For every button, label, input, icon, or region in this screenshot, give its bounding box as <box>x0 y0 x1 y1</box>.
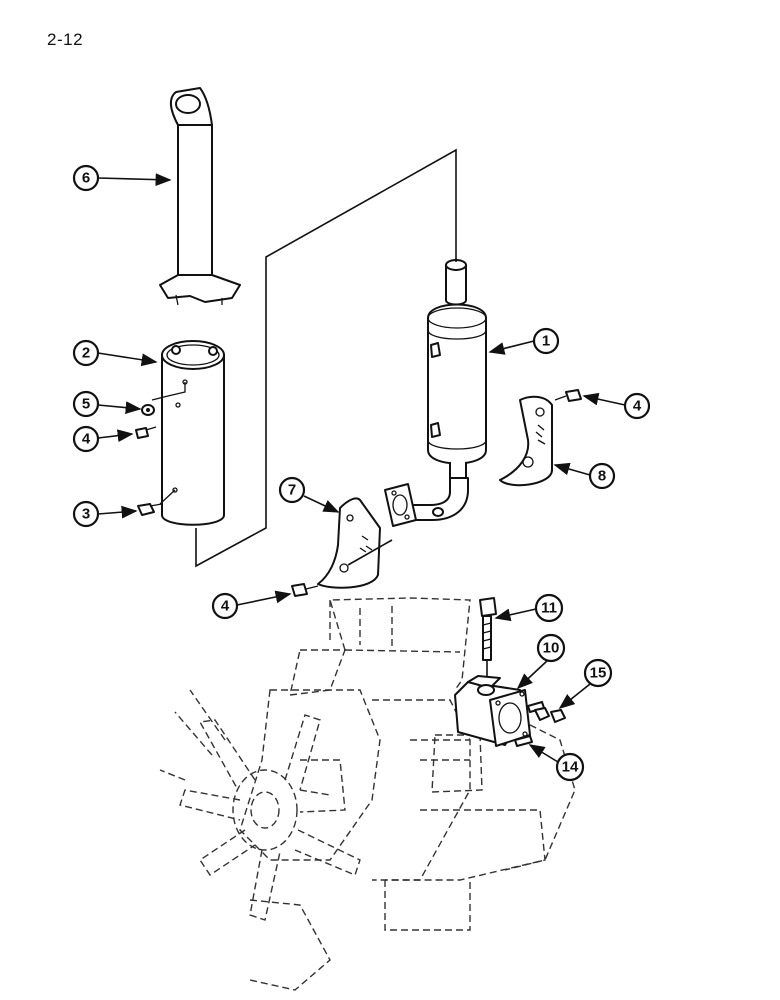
stack-pipe <box>159 87 241 306</box>
mounting-bracket-7 <box>317 497 381 589</box>
callout-3: 3 <box>72 500 138 528</box>
bolt-part-3 <box>137 503 163 516</box>
callout-2-label: 2 <box>82 345 90 362</box>
muffler-bracket <box>499 395 553 487</box>
callout-6-label: 6 <box>82 170 90 187</box>
exhaust-adapter <box>454 675 531 747</box>
engine-outline <box>159 597 576 991</box>
callout-8: 8 <box>553 462 616 490</box>
callout-4-left-label: 4 <box>82 431 91 448</box>
muffler <box>427 259 487 479</box>
callout-14-label: 14 <box>562 759 579 776</box>
callout-7: 7 <box>278 476 340 513</box>
page-number: 2-12 <box>47 30 84 49</box>
callout-11-label: 11 <box>541 600 557 617</box>
heat-shield-tube <box>151 340 225 526</box>
callout-5-label: 5 <box>82 396 90 413</box>
bolt-part-11 <box>479 597 497 661</box>
callout-15: 15 <box>558 658 613 709</box>
callout-10: 10 <box>516 633 566 690</box>
callout-8-label: 8 <box>598 468 606 485</box>
elbow-pipe-flange <box>384 477 469 527</box>
callout-4-right-label: 4 <box>633 398 642 415</box>
callout-5: 5 <box>72 390 142 418</box>
callout-7-label: 7 <box>288 482 296 499</box>
callout-4-left: 4 <box>72 425 134 453</box>
callout-1: 1 <box>488 327 560 355</box>
callout-10-label: 10 <box>543 640 560 657</box>
callout-3-label: 3 <box>82 506 90 523</box>
callout-1-label: 1 <box>542 333 550 350</box>
callout-11: 11 <box>494 593 564 623</box>
callout-4-right: 4 <box>582 392 651 420</box>
bolt-part-4-bottom <box>291 583 319 597</box>
callout-2: 2 <box>72 339 158 367</box>
bolt-part-4-left <box>135 426 157 439</box>
callout-4-bottom-label: 4 <box>221 598 230 615</box>
callout-14: 14 <box>528 744 585 782</box>
bolt-part-4-right <box>554 389 582 402</box>
washer-part-5 <box>141 404 155 416</box>
callout-15-label: 15 <box>590 665 607 682</box>
callout-4-bottom: 4 <box>211 590 292 620</box>
callout-6: 6 <box>72 164 172 192</box>
nut-part-15 <box>534 707 566 723</box>
